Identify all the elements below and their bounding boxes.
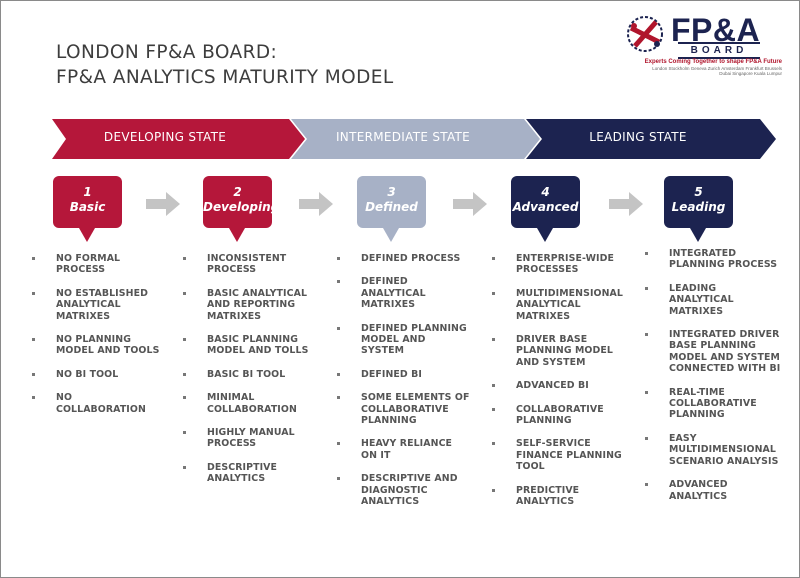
title-line-2: FP&A ANALYTICS MATURITY MODEL — [56, 67, 394, 88]
logo-emblem-icon — [627, 16, 663, 52]
list-item: ADVANCED ANALYTICS — [643, 479, 783, 502]
stage-box-advanced: 4 Advanced — [511, 176, 580, 242]
list-item: DESCRIPTIVE ANALYTICS — [181, 462, 317, 485]
intermediate-state-chevron — [291, 119, 540, 159]
stage-connector-arrow-1 — [146, 192, 180, 216]
list-item: MULTIDIMENSIONAL ANALYTICAL MATRIXES — [490, 288, 628, 322]
list-item: NO PLANNING MODEL AND TOOLS — [30, 334, 165, 357]
stage-number: 3 — [387, 185, 396, 199]
stage-number: 1 — [83, 185, 92, 199]
list-item: MINIMAL COLLABORATION — [181, 392, 317, 415]
stage-connector-arrow-3 — [453, 192, 487, 216]
list-item: HIGHLY MANUAL PROCESS — [181, 427, 317, 450]
list-item: REAL-TIME COLLABORATIVE PLANNING — [643, 387, 783, 421]
developing-state-label: DEVELOPING STATE — [103, 130, 227, 144]
list-item: BASIC BI TOOL — [181, 369, 317, 380]
list-item: DEFINED BI — [335, 369, 470, 380]
logo-board-text: BOARD — [678, 42, 760, 59]
stage-number: 4 — [541, 185, 550, 199]
stage-connector-arrow-4 — [609, 192, 643, 216]
stage-list-leading: INTEGRATED PLANNING PROCESS LEADING ANAL… — [643, 248, 783, 514]
list-item: NO FORMAL PROCESS — [30, 253, 165, 276]
logo-cities: London Stockholm Geneva Zurich Amsterdam… — [626, 66, 782, 76]
fpa-board-logo: FP&A BOARD Experts Coming Together to sh… — [622, 12, 782, 82]
list-item: DESCRIPTIVE AND DIAGNOSTIC ANALYTICS — [335, 473, 470, 507]
stage-name: Developing — [203, 200, 280, 214]
list-item: DEFINED PROCESS — [335, 253, 470, 264]
logo-tagline: Experts Coming Together to shape FP&A Fu… — [644, 59, 782, 65]
stage-name: Advanced — [512, 200, 579, 214]
logo-main-text: FP&A — [671, 12, 761, 48]
list-item: NO BI TOOL — [30, 369, 165, 380]
list-item: HEAVY RELIANCE ON IT — [335, 438, 470, 461]
list-item: BASIC PLANNING MODEL AND TOLLS — [181, 334, 317, 357]
stage-box-developing: 2 Developing — [203, 176, 279, 242]
list-item: ADVANCED BI — [490, 380, 628, 391]
list-item: SELF-SERVICE FINANCE PLANNING TOOL — [490, 438, 628, 472]
list-item: NO ESTABLISHED ANALYTICAL MATRIXES — [30, 288, 165, 322]
stage-name: Basic — [69, 200, 106, 214]
stage-connector-arrow-2 — [299, 192, 333, 216]
intermediate-state-label: INTERMEDIATE STATE — [335, 130, 471, 144]
list-item: LEADING ANALYTICAL MATRIXES — [643, 283, 783, 317]
stage-number: 2 — [233, 185, 242, 199]
stage-list-advanced: ENTERPRISE-WIDE PROCESSES MULTIDIMENSION… — [490, 253, 628, 520]
list-item: INCONSISTENT PROCESS — [181, 253, 317, 276]
list-item: INTEGRATED DRIVER BASE PLANNING MODEL AN… — [643, 329, 783, 375]
list-item: DEFINED PLANNING MODEL AND SYSTEM — [335, 323, 470, 357]
page-title: LONDON FP&A BOARD: FP&A ANALYTICS MATURI… — [56, 40, 394, 90]
stage-box-basic: 1 Basic — [53, 176, 122, 242]
list-item: SOME ELEMENTS OF COLLABORATIVE PLANNING — [335, 392, 470, 426]
leading-state-chevron — [526, 119, 776, 159]
stage-list-defined: DEFINED PROCESS DEFINED ANALYTICAL MATRI… — [335, 253, 470, 520]
leading-state-label: LEADING STATE — [589, 130, 687, 144]
stage-number: 5 — [694, 185, 703, 199]
list-item: NO COLLABORATION — [30, 392, 165, 415]
stage-name: Leading — [671, 200, 726, 214]
stage-name: Defined — [365, 200, 418, 214]
developing-state-chevron — [52, 119, 305, 159]
list-item: COLLABORATIVE PLANNING — [490, 404, 628, 427]
list-item: PREDICTIVE ANALYTICS — [490, 485, 628, 508]
list-item: BASIC ANALYTICAL AND REPORTING MATRIXES — [181, 288, 317, 322]
list-item: ENTERPRISE-WIDE PROCESSES — [490, 253, 628, 276]
stage-box-leading: 5 Leading — [664, 176, 733, 242]
list-item: DEFINED ANALYTICAL MATRIXES — [335, 276, 470, 310]
list-item: EASY MULTIDIMENSIONAL SCENARIO ANALYSIS — [643, 433, 783, 467]
logo-cities-line-1: London Stockholm Geneva Zurich Amsterdam… — [652, 66, 782, 71]
stage-list-basic: NO FORMAL PROCESS NO ESTABLISHED ANALYTI… — [30, 253, 165, 427]
title-line-1: LONDON FP&A BOARD: — [56, 42, 278, 63]
stage-list-developing: INCONSISTENT PROCESS BASIC ANALYTICAL AN… — [181, 253, 317, 497]
list-item: INTEGRATED PLANNING PROCESS — [643, 248, 783, 271]
stage-box-defined: 3 Defined — [357, 176, 426, 242]
list-item: DRIVER BASE PLANNING MODEL AND SYSTEM — [490, 334, 628, 368]
logo-cities-line-2: Dubai Singapore Kuala Lumpur — [719, 71, 782, 76]
